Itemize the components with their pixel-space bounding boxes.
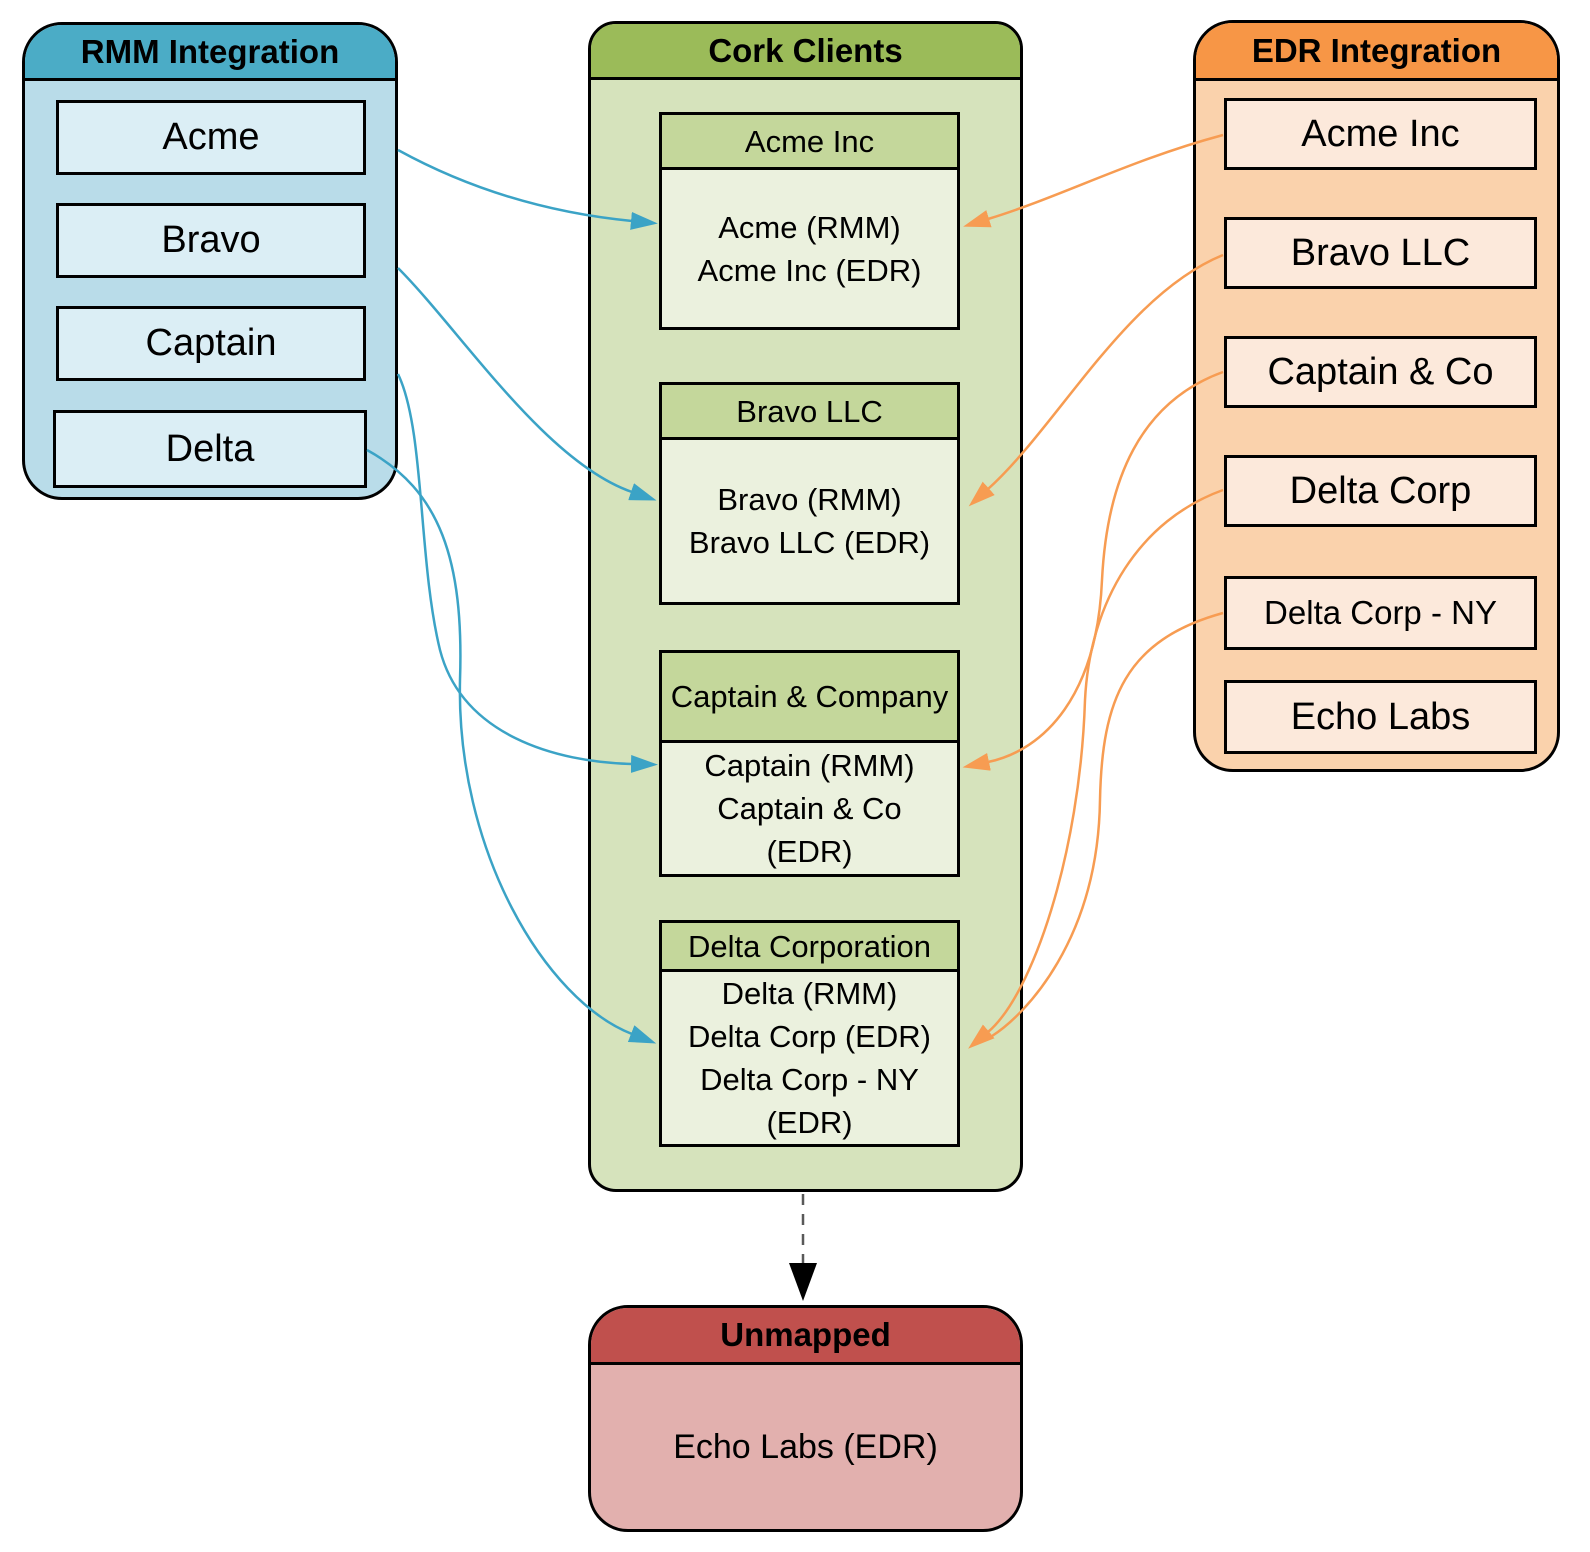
rmm-item-captain[interactable]: Captain	[56, 306, 366, 381]
rmm-panel-title: RMM Integration	[25, 25, 395, 81]
arrow-edr-acme-inc	[963, 133, 1224, 228]
arrow-edr-delta-corp-ny	[991, 611, 1224, 1038]
cork-client-bravo-name: Bravo LLC	[662, 385, 957, 440]
cork-client-bravo[interactable]: Bravo LLC Bravo (RMM) Bravo LLC (EDR)	[659, 382, 960, 605]
rmm-item-bravo[interactable]: Bravo	[56, 203, 366, 278]
unmapped-panel-title: Unmapped	[591, 1308, 1020, 1365]
edr-item-acme-inc[interactable]: Acme Inc	[1224, 98, 1537, 170]
arrow-edr-captain-co	[962, 370, 1224, 771]
arrow-edr-bravo-llc	[968, 253, 1224, 507]
cork-client-acme-mapping: Acme Inc (EDR)	[697, 252, 922, 288]
cork-client-captain-name: Captain & Company	[662, 653, 957, 743]
rmm-item-delta[interactable]: Delta	[53, 410, 367, 488]
unmapped-item-echo-labs: Echo Labs (EDR)	[673, 1427, 938, 1466]
cork-client-delta-mapping: Delta Corp (EDR)	[688, 1019, 931, 1054]
cork-client-captain-mapping: Captain & Co (EDR)	[717, 791, 902, 869]
edr-panel-title: EDR Integration	[1196, 23, 1557, 81]
edr-item-delta-corp[interactable]: Delta Corp	[1224, 455, 1537, 527]
cork-client-delta-mapping: Delta (RMM)	[721, 976, 898, 1011]
rmm-item-acme[interactable]: Acme	[56, 100, 366, 175]
cork-client-bravo-mapping: Bravo LLC (EDR)	[688, 525, 931, 560]
cork-client-delta-mapping: Delta Corp - NY (EDR)	[700, 1062, 919, 1140]
cork-client-bravo-mapping: Bravo (RMM)	[717, 482, 902, 517]
cork-client-delta-name: Delta Corporation	[662, 923, 957, 972]
cork-client-acme-mapping: Acme (RMM)	[718, 209, 901, 245]
unmapped-panel: Unmapped	[588, 1305, 1023, 1532]
cork-client-captain-mapping: Captain (RMM)	[704, 748, 915, 783]
cork-client-delta[interactable]: Delta Corporation Delta (RMM) Delta Corp…	[659, 920, 960, 1147]
edr-item-captain-co[interactable]: Captain & Co	[1224, 336, 1537, 408]
cork-client-captain[interactable]: Captain & Company Captain (RMM) Captain …	[659, 650, 960, 877]
cork-client-acme-name: Acme Inc	[662, 115, 957, 170]
cork-client-acme[interactable]: Acme Inc Acme (RMM) Acme Inc (EDR)	[659, 112, 960, 330]
arrow-edr-delta-corp	[968, 488, 1224, 1049]
edr-item-echo-labs[interactable]: Echo Labs	[1224, 680, 1537, 754]
edr-item-delta-corp-ny[interactable]: Delta Corp - NY	[1224, 576, 1537, 650]
edr-item-bravo-llc[interactable]: Bravo LLC	[1224, 217, 1537, 289]
cork-panel-title: Cork Clients	[591, 24, 1020, 80]
